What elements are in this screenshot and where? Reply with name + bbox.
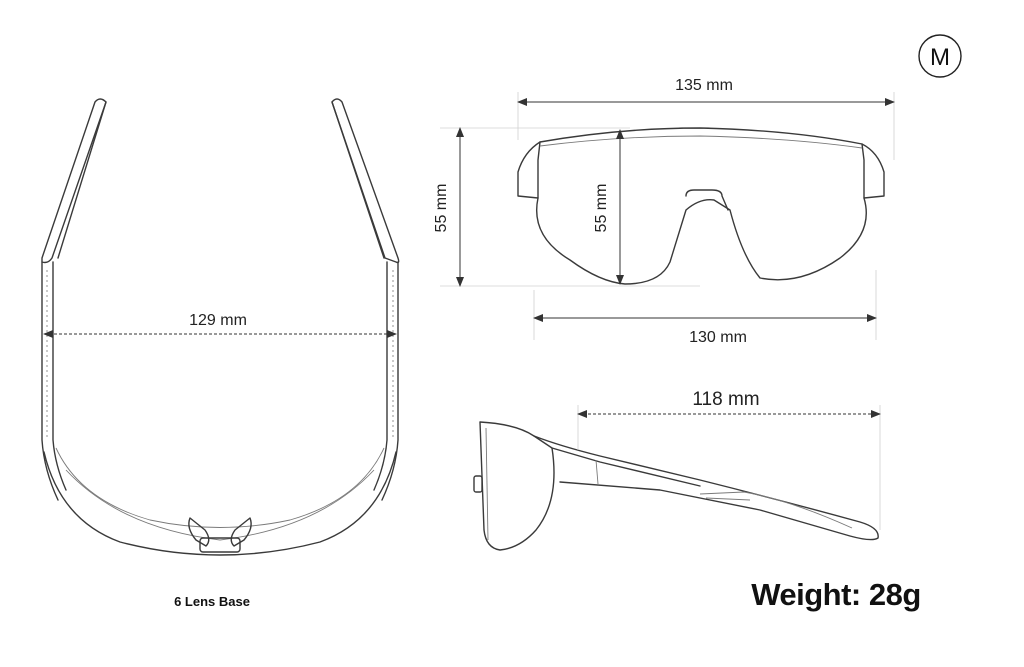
side-view-drawing (473, 421, 879, 551)
frame-height-label: 55 mm (433, 184, 450, 233)
temple-length-label: 118 mm (692, 389, 759, 410)
lens-base-label: 6 Lens Base (174, 594, 250, 609)
top-view-drawing (41, 98, 400, 556)
lens-width-label: 130 mm (689, 329, 747, 346)
front-total-width-label: 135 mm (675, 77, 733, 94)
front-view-drawing (517, 127, 885, 285)
lens-height-label: 55 mm (593, 184, 610, 233)
top-view-width-label: 129 mm (189, 312, 247, 329)
weight-label: Weight: 28g (751, 577, 921, 612)
size-badge-label: M (930, 44, 950, 71)
size-badge (918, 34, 962, 78)
